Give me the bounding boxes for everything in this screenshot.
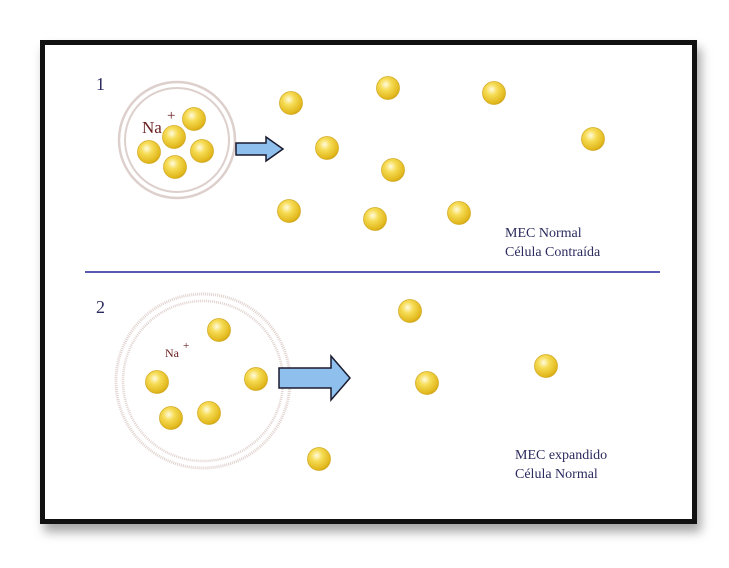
sodium-ion <box>415 371 439 395</box>
sodium-ion <box>279 91 303 115</box>
sodium-ion <box>162 125 186 149</box>
sodium-ion <box>207 318 231 342</box>
sodium-ion <box>244 367 268 391</box>
sodium-ion <box>182 107 206 131</box>
sodium-ion <box>534 354 558 378</box>
diagram-frame <box>40 40 697 524</box>
panel-number: 1 <box>96 74 105 94</box>
sodium-ion <box>363 207 387 231</box>
panel-2: 2 Na + MEC expandido Célula Normal <box>96 292 607 482</box>
sodium-ion <box>482 81 506 105</box>
sodium-label: Na <box>165 346 180 360</box>
sodium-ion <box>381 158 405 182</box>
sodium-ions <box>145 299 558 471</box>
caption-line-1: MEC expandido <box>515 448 607 463</box>
caption-line-2: Célula Contraída <box>505 245 601 260</box>
sodium-ion <box>159 406 183 430</box>
sodium-ion <box>163 155 187 179</box>
sodium-ion <box>137 140 161 164</box>
sodium-ion <box>145 370 169 394</box>
sodium-ion <box>376 76 400 100</box>
outflow-arrow <box>278 353 351 403</box>
sodium-ion <box>398 299 422 323</box>
sodium-ion <box>447 201 471 225</box>
sodium-ion <box>190 139 214 163</box>
sodium-label: Na <box>142 118 162 137</box>
sodium-ions <box>137 76 605 231</box>
panel-1: 1 Na + MEC Normal Célula Contraída <box>96 74 605 260</box>
sodium-ion <box>197 401 221 425</box>
caption-line-1: MEC Normal <box>505 226 582 241</box>
cell-membrane-inner <box>124 87 230 193</box>
sodium-ion <box>277 199 301 223</box>
cell-membrane-outer <box>117 80 237 200</box>
contracted-cell <box>117 80 237 200</box>
sodium-ion <box>315 136 339 160</box>
sodium-charge: + <box>183 340 189 352</box>
sodium-ion <box>581 127 605 151</box>
panel-number: 2 <box>96 297 105 317</box>
caption-line-2: Célula Normal <box>515 467 598 482</box>
sodium-ion <box>307 447 331 471</box>
outflow-arrow <box>235 135 285 163</box>
sodium-charge: + <box>167 108 175 124</box>
